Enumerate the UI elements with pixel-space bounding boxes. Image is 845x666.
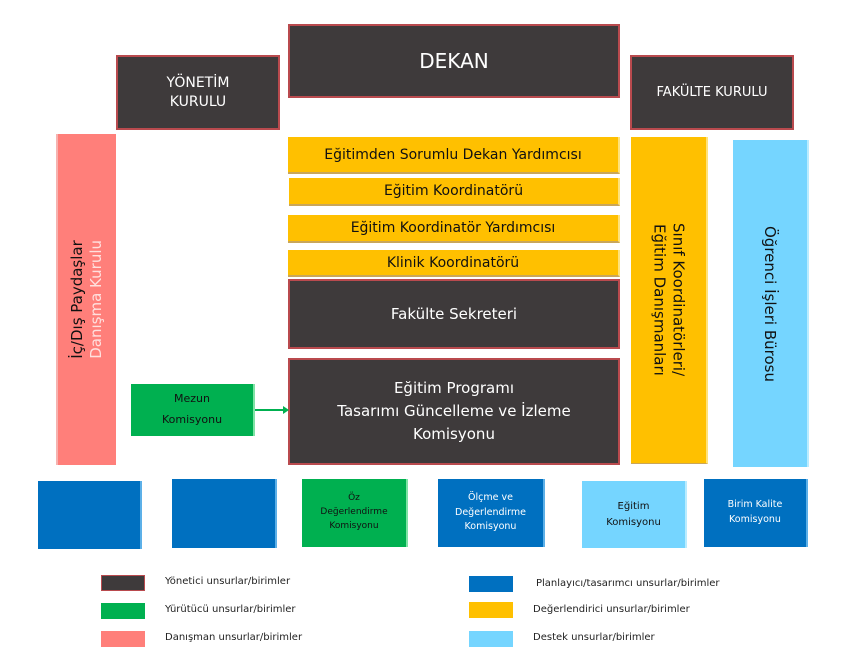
blank-blue-box-2: [172, 479, 277, 548]
legend-swatch-destek: [469, 631, 513, 647]
legend-label-planlayici: Planlayıcı/tasarımcı unsurlar/birimler: [536, 578, 720, 589]
legend-swatch-yurutucu: [101, 603, 145, 619]
sinif-koordinatorleri-label: Sınıf Koordinatörleri/ Eğitim Danışmanla…: [650, 223, 688, 377]
oz-degerlendirme-label: Öz Değerlendirme Komisyonu: [320, 493, 388, 531]
ogrenci-isleri-burosu-label: Öğrenci İşleri Bürosu: [761, 225, 779, 382]
egitim-programi-label: Eğitim Programı Tasarımı Güncelleme ve İ…: [337, 378, 571, 444]
egitimden-sorumlu-dekan-yardimcisi-box: Eğitimden Sorumlu Dekan Yardımcısı: [288, 137, 620, 174]
sinif-koordinatorleri-box: Sınıf Koordinatörleri/ Eğitim Danışmanla…: [631, 137, 708, 464]
yonetim-kurulu-box: YÖNETİM KURULU: [116, 55, 280, 130]
mezun-komisyonu-label: Mezun Komisyonu: [161, 392, 223, 426]
legend-label-destek: Destek unsurlar/birimler: [533, 632, 655, 643]
egitim-koordinator-yardimcisi-box: Eğitim Koordinatör Yardımcısı: [288, 215, 620, 243]
egitim-komisyonu-label: Eğitim Komisyonu: [606, 501, 661, 528]
ogrenci-isleri-burosu-box: Öğrenci İşleri Bürosu: [733, 140, 809, 467]
egitim-koordinatoru-box: Eğitim Koordinatörü: [289, 178, 620, 206]
olcme-degerlendirme-komisyonu-box: Ölçme ve Değerlendirme Komisyonu: [438, 479, 545, 547]
arrow-connector: [255, 406, 289, 414]
paydaslar-label: İç/Dış Paydaşlar: [68, 240, 87, 359]
egitim-programi-komisyonu-box: Eğitim Programı Tasarımı Güncelleme ve İ…: [288, 358, 620, 465]
center-item-label: Klinik Koordinatörü: [386, 254, 520, 271]
oz-degerlendirme-komisyonu-box: Öz Değerlendirme Komisyonu: [302, 479, 408, 547]
center-item-label: Eğitim Koordinatörü: [383, 183, 524, 199]
dekan-label: DEKAN: [419, 49, 489, 73]
fakulte-sekreteri-box: Fakülte Sekreteri: [288, 279, 620, 349]
legend-label-degerlendirici: Değerlendirici unsurlar/birimler: [533, 604, 690, 615]
legend-swatch-degerlendirici: [469, 602, 513, 618]
legend-label-yurutucu: Yürütücü unsurlar/birimler: [165, 604, 296, 615]
legend-swatch-planlayici: [469, 576, 513, 592]
olcme-degerlendirme-label: Ölçme ve Değerlendirme Komisyonu: [455, 491, 526, 533]
egitim-komisyonu-box: Eğitim Komisyonu: [582, 481, 687, 548]
center-item-label: Eğitim Koordinatör Yardımcısı: [350, 220, 556, 236]
legend-label-yonetici: Yönetici unsurlar/birimler: [165, 576, 291, 587]
blank-blue-box-1: [38, 481, 142, 549]
legend-swatch-yonetici: [101, 575, 145, 591]
fakulte-kurulu-box: FAKÜLTE KURULU: [630, 55, 794, 130]
yonetim-kurulu-label: YÖNETİM KURULU: [166, 74, 230, 110]
birim-kalite-komisyonu-box: Birim Kalite Komisyonu: [704, 479, 808, 547]
center-item-label: Eğitimden Sorumlu Dekan Yardımcısı: [324, 146, 582, 163]
fakulte-kurulu-label: FAKÜLTE KURULU: [656, 85, 768, 100]
birim-kalite-label: Birim Kalite Komisyonu: [727, 499, 783, 525]
mezun-komisyonu-box: Mezun Komisyonu: [131, 384, 255, 436]
legend-label-danisman: Danışman unsurlar/birimler: [165, 632, 303, 643]
danisma-kurulu-label: Danışma Kurulu: [87, 240, 105, 359]
klinik-koordinatoru-box: Klinik Koordinatörü: [288, 250, 620, 277]
fakulte-sekreteri-label: Fakülte Sekreteri: [390, 305, 518, 323]
dekan-box: DEKAN: [288, 24, 620, 98]
paydaslar-danisma-kurulu-box: İç/Dış Paydaşlar Danışma Kurulu: [56, 134, 116, 465]
legend-swatch-danisman: [101, 631, 145, 647]
